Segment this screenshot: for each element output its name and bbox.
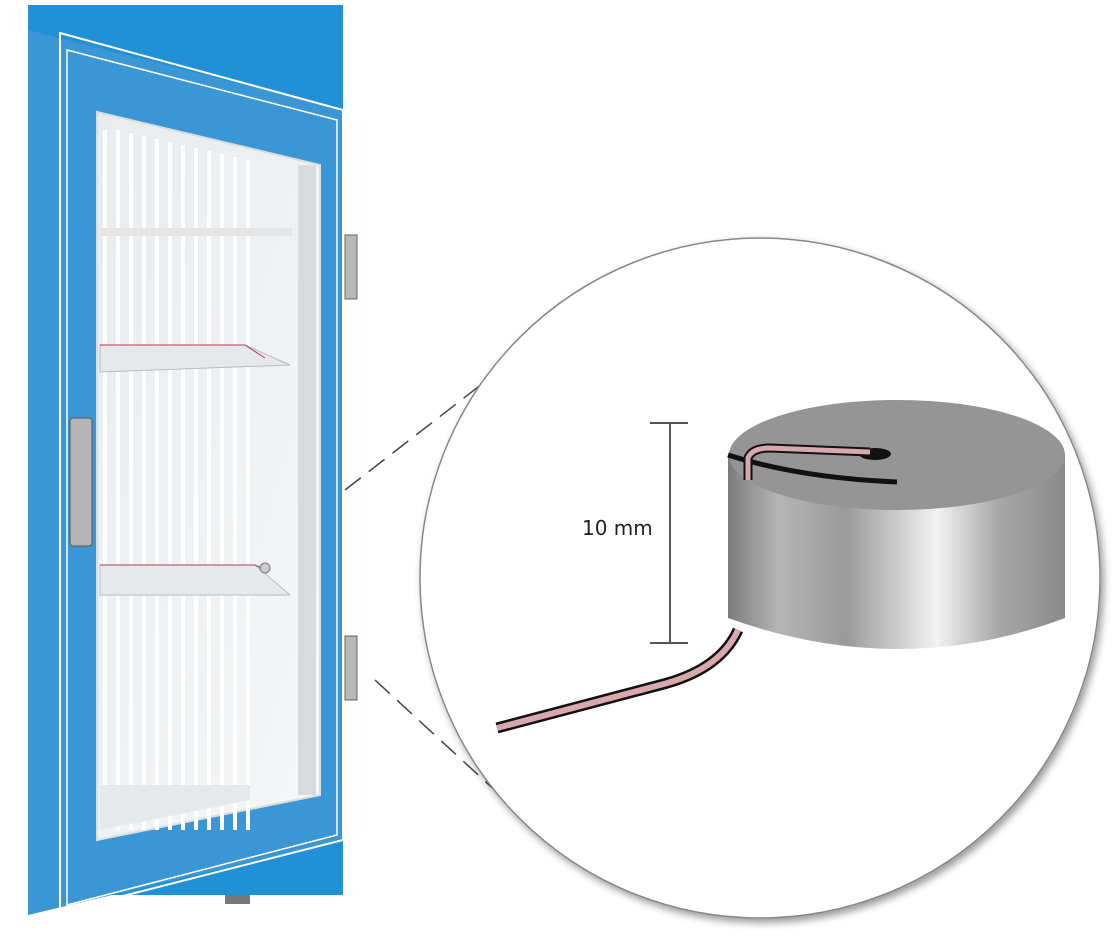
callout-lines: [344, 369, 501, 796]
rack-bars: [103, 130, 250, 830]
refrigerator: [28, 5, 358, 915]
sensor-marker: [259, 562, 271, 574]
hinge-bottom: [344, 635, 358, 701]
door-inner-side: [298, 165, 316, 795]
hinge-top: [344, 234, 358, 300]
door-handle[interactable]: [69, 417, 93, 547]
sensor-cable: [495, 443, 871, 734]
sensor-cylinder: [727, 400, 1065, 649]
dimension-bar: [650, 422, 688, 644]
door-outline: [59, 31, 344, 914]
sensor-cable-1: [100, 344, 266, 359]
door-inner-outline: [66, 49, 338, 906]
dimension-label: 10 mm: [582, 516, 653, 540]
shelf-1: [100, 228, 292, 236]
shelf-4: [100, 785, 250, 830]
